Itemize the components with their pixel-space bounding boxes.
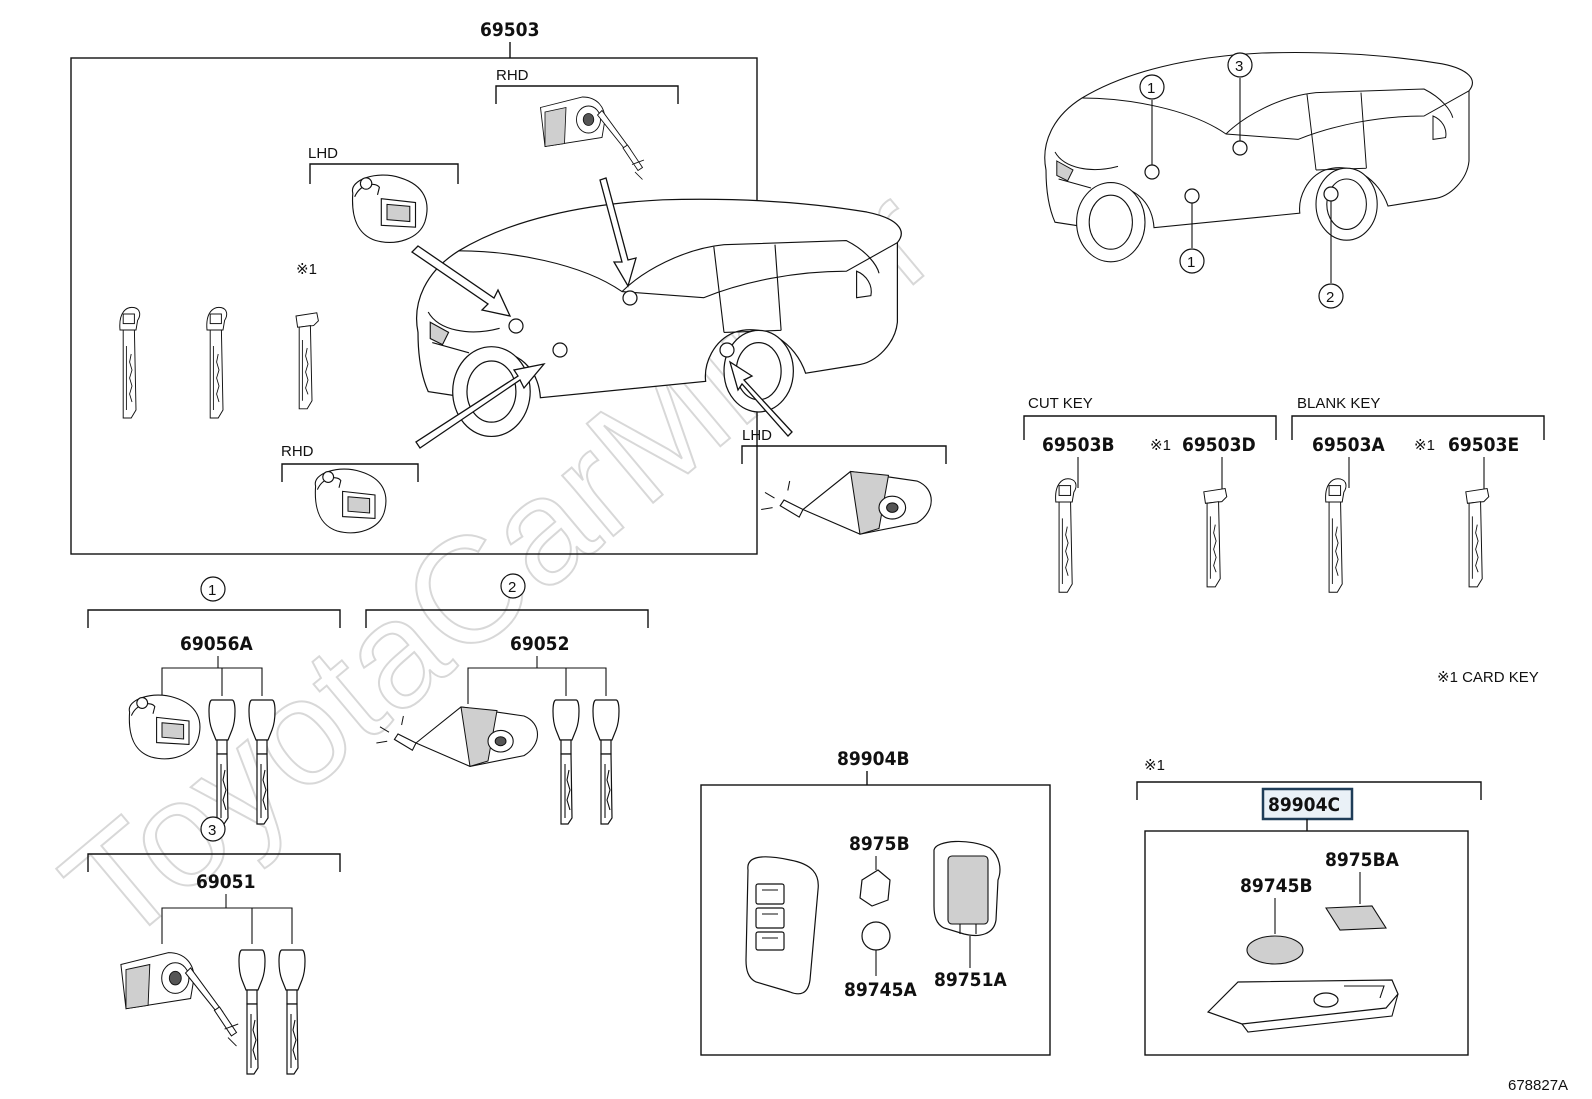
battery-icon: [861, 921, 891, 951]
label-rhd-bottom: RHD: [281, 443, 314, 460]
group-3-key-2-icon: [278, 949, 306, 1075]
smart-key-fob-icon: [745, 856, 819, 995]
cut-key-blade-icon: [1055, 478, 1077, 593]
location-callout-1-top: 1: [1147, 80, 1155, 97]
part-89904B[interactable]: 89904B: [837, 748, 910, 770]
group-3-key-1-icon: [238, 949, 266, 1075]
card-key-mark: ※1: [1144, 757, 1165, 774]
card-key-body-icon: [1206, 979, 1399, 1033]
blank-card-key-blade-icon: [1465, 488, 1490, 588]
blank-key-group: BLANK KEY 69503A ※1 69503E: [1291, 395, 1545, 593]
group-2-callout: 2: [508, 579, 516, 596]
cut-key-group: CUT KEY 69503B ※1 69503D: [1023, 395, 1277, 593]
part-89745A[interactable]: 89745A: [844, 979, 917, 1001]
part-69503D[interactable]: 69503D: [1182, 434, 1256, 456]
card-key-note: ※1 CARD KEY: [1437, 669, 1539, 686]
group-3-ignition-lock-icon: [120, 952, 239, 1047]
arrow-icon: [599, 177, 637, 288]
part-8975BA[interactable]: 8975BA: [1325, 849, 1400, 871]
ignition-housing-lhd-icon: [760, 470, 932, 535]
part-69503A[interactable]: 69503A: [1312, 434, 1385, 456]
group-2-key-1-icon: [552, 699, 580, 825]
part-89751A[interactable]: 89751A: [934, 969, 1007, 991]
location-callout-3: 3: [1235, 58, 1243, 75]
group-1: 1 69056A: [87, 576, 341, 825]
group-2-key-2-icon: [592, 699, 620, 825]
label-lhd-bottom: LHD: [742, 427, 772, 444]
blank-key-blade-icon: [1325, 478, 1347, 593]
group-1-callout: 1: [208, 582, 216, 599]
blank-key-title: BLANK KEY: [1297, 395, 1380, 412]
group-3: 3 69051: [87, 816, 341, 1075]
arrow-icon: [410, 245, 512, 317]
part-89745B[interactable]: 89745B: [1240, 875, 1313, 897]
cut-key-title: CUT KEY: [1028, 395, 1093, 412]
vehicle-location-icon: [1044, 52, 1473, 263]
main-assembly-part-number[interactable]: 69503: [480, 19, 539, 41]
card-battery-icon: [1246, 935, 1304, 965]
label-lhd-left: LHD: [308, 145, 338, 162]
cut-card-key-blade-icon: [1203, 488, 1228, 588]
card-key-group: ※1 89904C 89745B 8975BA: [1136, 757, 1482, 1056]
card-mark-69503E: ※1: [1414, 437, 1435, 454]
part-69051[interactable]: 69051: [196, 871, 255, 893]
part-69503B[interactable]: 69503B: [1042, 434, 1115, 456]
door-lock-cylinder-rhd-icon: [314, 468, 387, 534]
part-69503E[interactable]: 69503E: [1448, 434, 1519, 456]
label-rhd-top: RHD: [496, 67, 529, 84]
location-callout-2: 2: [1326, 289, 1334, 306]
location-view: 1 3 1 2: [1044, 52, 1473, 309]
card-key-blade-icon: [295, 312, 319, 410]
transmitter-group: 89904B 8975B 89745A 89751A: [700, 748, 1051, 1056]
transmitter-cover-icon: [933, 840, 1001, 937]
part-69056A[interactable]: 69056A: [180, 633, 253, 655]
group-2: 2 69052: [365, 573, 649, 825]
part-89904C[interactable]: 89904C: [1268, 794, 1340, 816]
part-69052[interactable]: 69052: [510, 633, 569, 655]
main-assembly: 69503 RHD LHD ※1 RHD LHD: [70, 19, 947, 555]
part-8975B[interactable]: 8975B: [849, 833, 910, 855]
label-card-mark-main: ※1: [296, 261, 317, 278]
key-blade-1-icon: [119, 306, 141, 419]
transmitter-case-icon: [859, 869, 891, 907]
ignition-lock-rhd-icon: [540, 96, 645, 180]
group-3-callout: 3: [208, 822, 216, 839]
card-plate-icon: [1325, 905, 1387, 931]
key-blade-2-icon: [206, 306, 228, 419]
group-1-door-cylinder-icon: [128, 694, 201, 760]
figure-id: 678827A: [1508, 1077, 1568, 1094]
arrow-icon: [415, 363, 546, 449]
door-lock-cylinder-lhd-icon: [351, 174, 428, 243]
card-mark-69503D: ※1: [1150, 437, 1171, 454]
arrow-icon: [728, 360, 793, 437]
location-callout-1-bottom: 1: [1187, 254, 1195, 271]
